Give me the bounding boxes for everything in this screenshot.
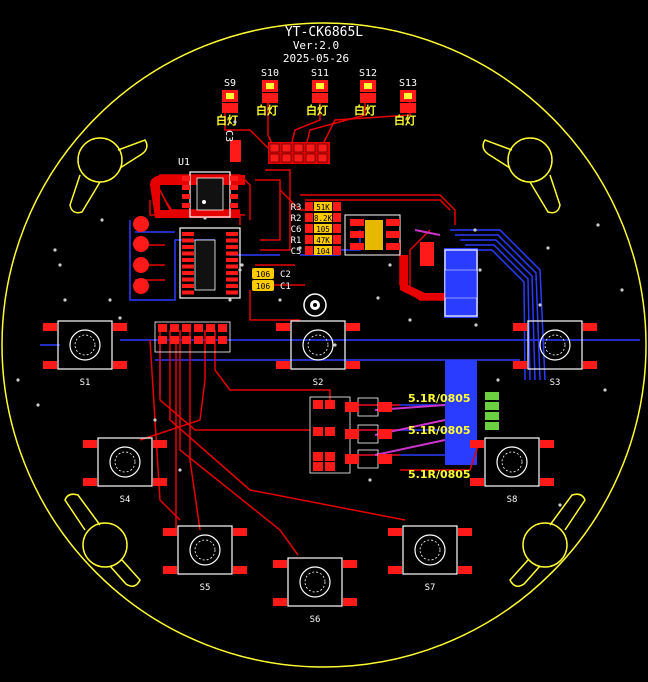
led-label: 白灯 [306,103,328,117]
led-ref: S11 [311,68,329,79]
board-date: 2025-05-26 [283,52,349,65]
led-s12: S12 白灯 [354,68,377,117]
led-s13: S13 白灯 [394,78,417,127]
led-label: 白灯 [216,113,238,127]
fiducial-mark [303,293,327,317]
regulator-block [420,242,478,317]
part-value: 47K [316,236,330,245]
cap-c2: 106 C2 [252,268,291,280]
led-s9: S9 白灯 [216,78,238,127]
switch-s5[interactable]: S5 [163,525,247,593]
bottom-traces [40,220,640,456]
mount-bottom-left [64,493,141,587]
switch-label: S1 [80,378,91,388]
board-name: YT-CK6865L [285,25,363,40]
switch-label: S2 [313,378,324,388]
board-outline [1,22,647,668]
bottom-copper-block [445,360,477,465]
led-label: 白灯 [256,103,278,117]
connector-right [485,392,499,430]
led-row: S9 白灯 S10 白灯 S11 白灯 S12 白灯 S13 白灯 [216,68,417,127]
cap-ref: C1 [280,282,291,292]
mount-top-right [482,137,561,214]
sense-resistor-label: 5.1R/0805 [408,468,471,481]
vias [16,120,624,507]
switch-label: S4 [120,495,131,505]
mounting-holes [64,137,586,587]
part-r2: 8.2K R2 [291,213,341,224]
part-ref: R2 [291,214,302,224]
cap-value: 106 [256,282,271,291]
mount-top-left [69,137,148,214]
led-label: 白灯 [394,113,416,127]
switch-label: S3 [550,378,561,388]
switch-s3[interactable]: S3 [513,320,597,388]
switch-label: S7 [425,583,436,593]
mount-bottom-right [509,493,586,587]
led-resistor-array [268,142,330,164]
led-s10: S10 白灯 [256,68,279,117]
cap-ref: C2 [280,270,291,280]
led-ref: S12 [359,68,377,79]
led-ref: S10 [261,68,279,79]
part-value: 104 [316,247,330,256]
c3-capacitor: C3 [223,130,241,162]
part-ref: R3 [291,203,302,213]
switch-s7[interactable]: S7 [388,525,472,593]
sense-resistor-label: 5.1R/0805 [408,424,471,437]
part-ref: R1 [291,236,302,246]
mid-resistor-column: 51K R3 8.2K R2 105 C6 47K R1 104 C5 [291,202,341,257]
part-value: 8.2K [314,214,333,223]
switch-label: S5 [200,583,211,593]
driver-chip [344,214,401,256]
switch-s8[interactable]: S8 [470,437,554,505]
cap-c1: 106 C1 [252,280,291,292]
test-pads-left [133,216,149,294]
switch-label: S6 [310,615,321,625]
led-s11: S11 白灯 [306,68,329,117]
switch-resistor-array [154,321,231,353]
led-label: 白灯 [354,103,376,117]
part-value: 51K [316,203,330,212]
part-ref: C5 [291,247,302,257]
part-r1: 47K R1 [291,235,341,246]
cap-value: 106 [256,270,271,279]
led-ref: S13 [399,78,417,89]
board-version: Ver:2.0 [293,39,339,52]
switch-label: S8 [507,495,518,505]
u1-label: U1 [178,157,190,168]
part-ref: C6 [291,225,302,235]
switch-s2[interactable]: S2 [276,320,360,388]
u1-chip: U1 [178,157,238,218]
mcu-chip [179,227,241,299]
part-c5: 104 C5 [291,246,341,257]
part-c6: 105 C6 [291,224,341,235]
c3-label: C3 [223,130,234,142]
regulator-copper-pour [400,255,445,300]
led-ref: S9 [224,78,236,89]
sense-resistor-label: 5.1R/0805 [408,392,471,405]
sense-resistor-group [309,396,392,474]
part-value: 105 [316,225,330,234]
part-r3: 51K R3 [291,202,341,213]
switch-s1[interactable]: S1 [43,320,127,388]
switch-s6[interactable]: S6 [273,557,357,625]
switch-s4[interactable]: S4 [83,437,167,505]
sense-labels: 5.1R/0805 5.1R/0805 5.1R/0805 [408,392,471,481]
